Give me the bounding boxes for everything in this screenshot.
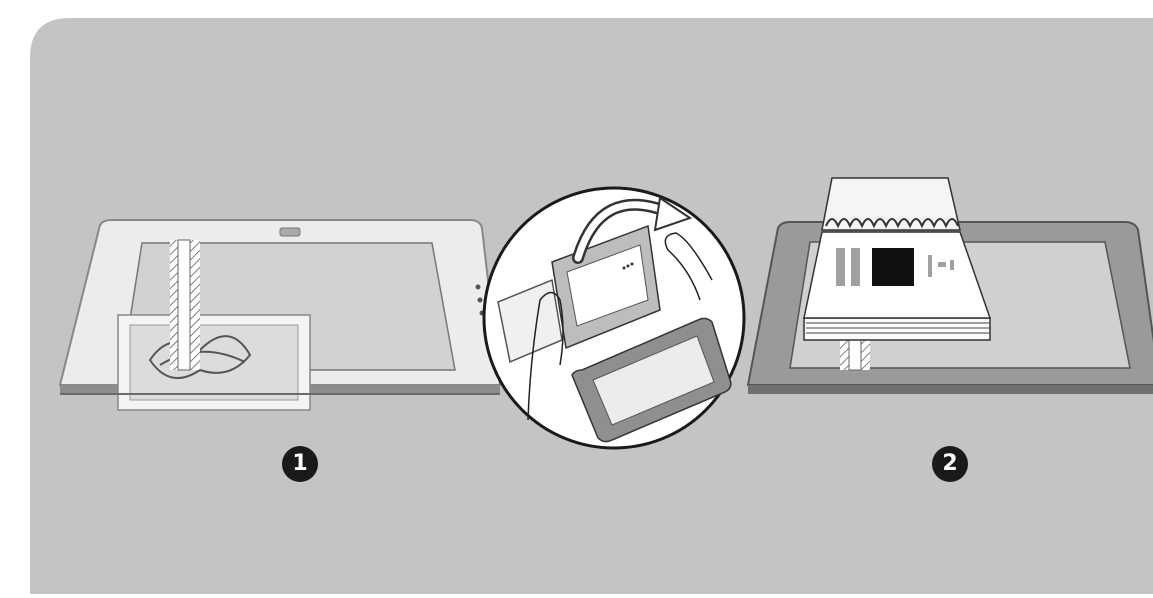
- step-badge-2: 2: [932, 446, 968, 482]
- alignment-arrow: [170, 239, 200, 371]
- step-badge-1: 1: [282, 446, 318, 482]
- notebook: [803, 177, 992, 341]
- inset-lid-removal: [482, 186, 746, 450]
- photo-original: [117, 314, 311, 411]
